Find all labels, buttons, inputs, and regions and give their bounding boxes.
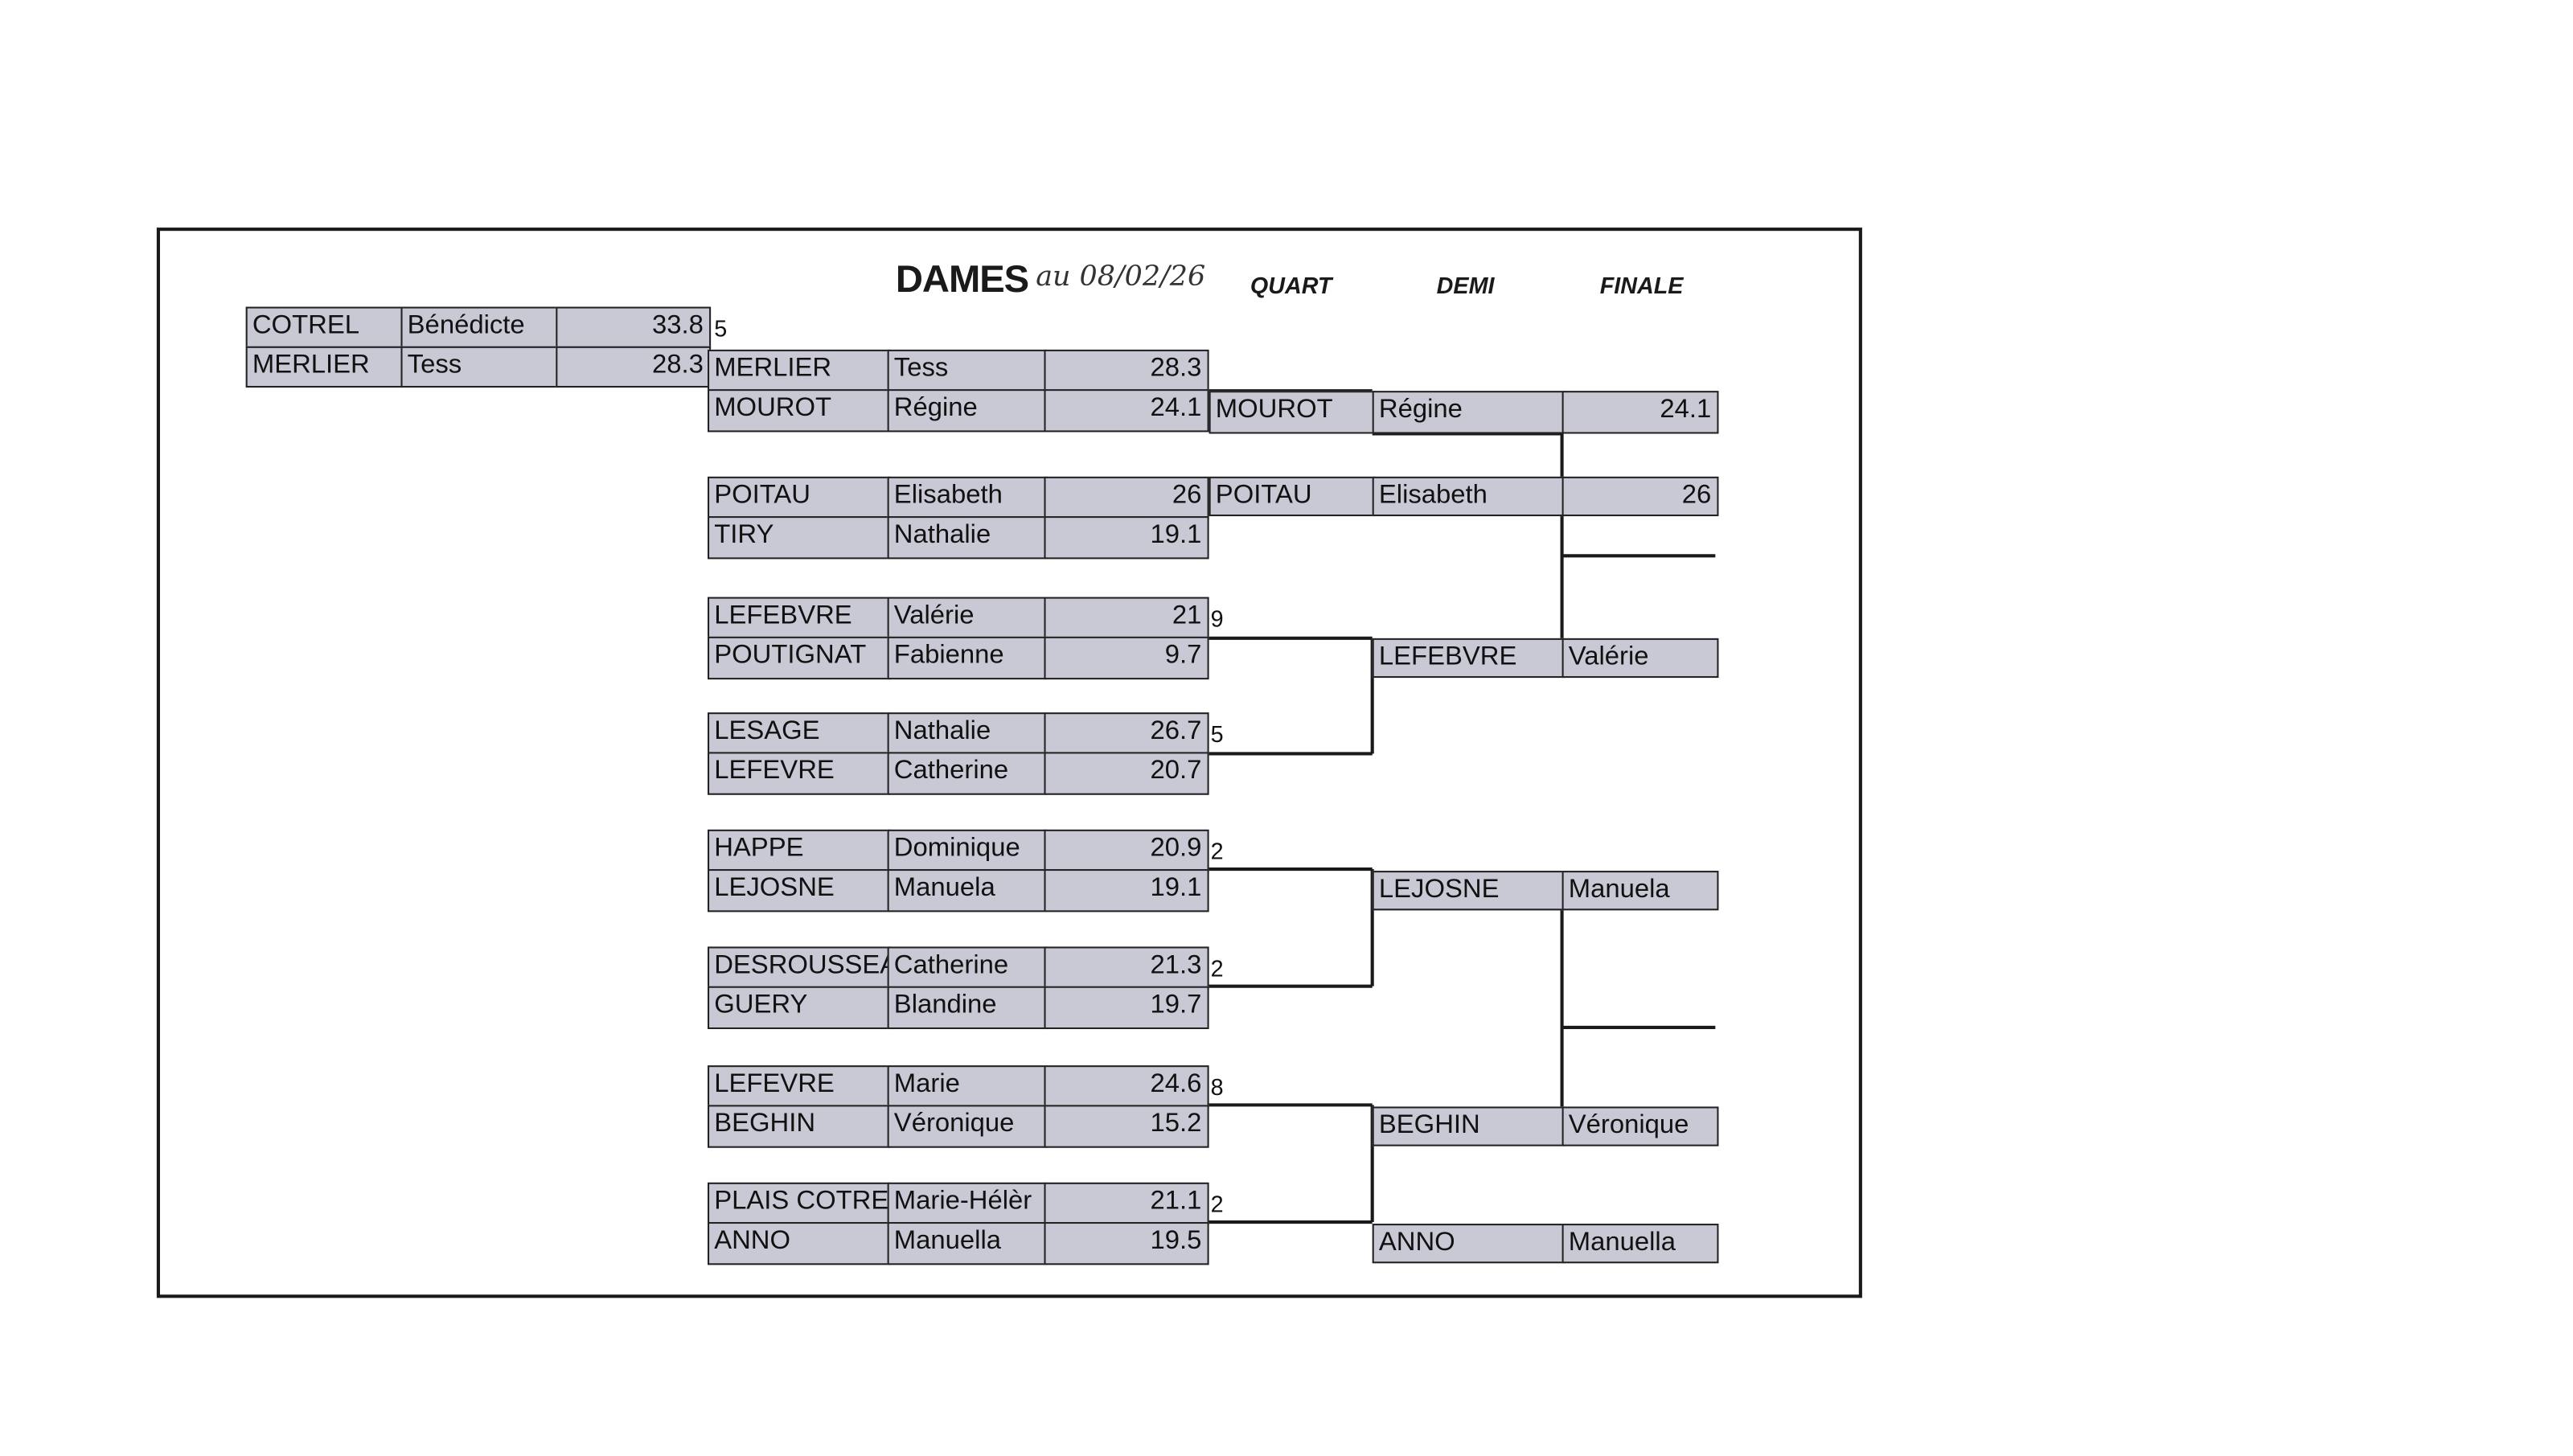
round-header-finale: FINALE [1599,272,1684,299]
match-result: 8 [1210,1073,1224,1101]
sheet-frame [156,228,1862,1298]
player-score: 20.7 [1044,752,1209,795]
page-title: DAMES [895,257,1029,301]
player-first-name: Valérie [1561,638,1718,679]
player-last-name: DESROUSSEA [708,946,890,990]
player-last-name: LEJOSNE [1372,871,1565,911]
match-result: 2 [1210,1191,1224,1217]
player-score: 26 [1561,476,1718,517]
round-header-demi: DEMI [1436,272,1495,299]
player-score: 26.7 [1044,712,1209,756]
player-score: 21.3 [1044,946,1209,990]
match-result: 2 [1210,954,1224,982]
match-result: 5 [714,314,728,342]
player-first-name: Bénédicte [400,306,559,348]
player-first-name: Dominique [887,829,1047,873]
match-result: 5 [1210,720,1224,748]
player-last-name: MOUROT [1209,391,1375,434]
player-score: 28.3 [556,346,711,388]
player-score: 24.1 [1561,391,1718,434]
match-result: 9 [1210,605,1224,632]
player-first-name: Véronique [1561,1106,1718,1146]
player-score: 19.5 [1044,1222,1209,1265]
player-last-name: HAPPE [708,829,890,873]
player-score: 28.3 [1044,349,1209,393]
player-first-name: Véronique [887,1105,1047,1148]
player-score: 9.7 [1044,636,1209,680]
player-last-name: MERLIER [708,349,890,393]
player-last-name: POUTIGNAT [708,636,890,680]
player-score: 15.2 [1044,1105,1209,1148]
player-score: 21 [1044,597,1209,640]
player-first-name: Régine [1372,391,1565,434]
match-result: 2 [1210,838,1224,864]
player-first-name: Nathalie [887,516,1047,560]
player-first-name: Fabienne [887,636,1047,680]
player-first-name: Tess [887,349,1047,393]
player-first-name: Catherine [887,946,1047,990]
player-last-name: PLAIS COTRE [708,1182,890,1226]
player-first-name: Tess [400,346,559,388]
player-score: 24.6 [1044,1065,1209,1109]
player-last-name: POITAU [1209,476,1375,517]
player-last-name: MERLIER [245,346,404,388]
player-last-name: LEJOSNE [708,869,890,913]
player-last-name: LEFEVRE [708,1065,890,1109]
player-last-name: BEGHIN [708,1105,890,1148]
player-first-name: Valérie [887,597,1047,640]
player-first-name: Manuella [887,1222,1047,1265]
player-score: 33.8 [556,306,711,348]
player-last-name: LEFEVRE [708,752,890,795]
player-first-name: Marie-Hélèr [887,1182,1047,1226]
player-last-name: ANNO [1372,1224,1565,1264]
player-score: 19.7 [1044,986,1209,1030]
player-first-name: Elisabeth [1372,476,1565,517]
player-last-name: MOUROT [708,389,890,433]
player-last-name: LEFEBVRE [1372,638,1565,679]
player-score: 21.1 [1044,1182,1209,1226]
player-last-name: POITAU [708,476,890,520]
player-score: 19.1 [1044,869,1209,913]
player-first-name: Nathalie [887,712,1047,756]
player-first-name: Manuela [1561,871,1718,911]
handwritten-date: au 08/02/26 [1036,260,1206,294]
player-last-name: LESAGE [708,712,890,756]
player-score: 26 [1044,476,1209,520]
player-score: 24.1 [1044,389,1209,433]
player-last-name: GUERY [708,986,890,1030]
round-header-quart: QUART [1250,272,1332,299]
player-last-name: LEFEBVRE [708,597,890,640]
player-last-name: COTREL [245,306,404,348]
player-first-name: Marie [887,1065,1047,1109]
player-first-name: Elisabeth [887,476,1047,520]
player-last-name: BEGHIN [1372,1106,1565,1146]
player-first-name: Catherine [887,752,1047,795]
player-score: 19.1 [1044,516,1209,560]
player-first-name: Blandine [887,986,1047,1030]
player-first-name: Régine [887,389,1047,433]
player-last-name: TIRY [708,516,890,560]
player-score: 20.9 [1044,829,1209,873]
player-first-name: Manuella [1561,1224,1718,1264]
player-last-name: ANNO [708,1222,890,1265]
player-first-name: Manuela [887,869,1047,913]
